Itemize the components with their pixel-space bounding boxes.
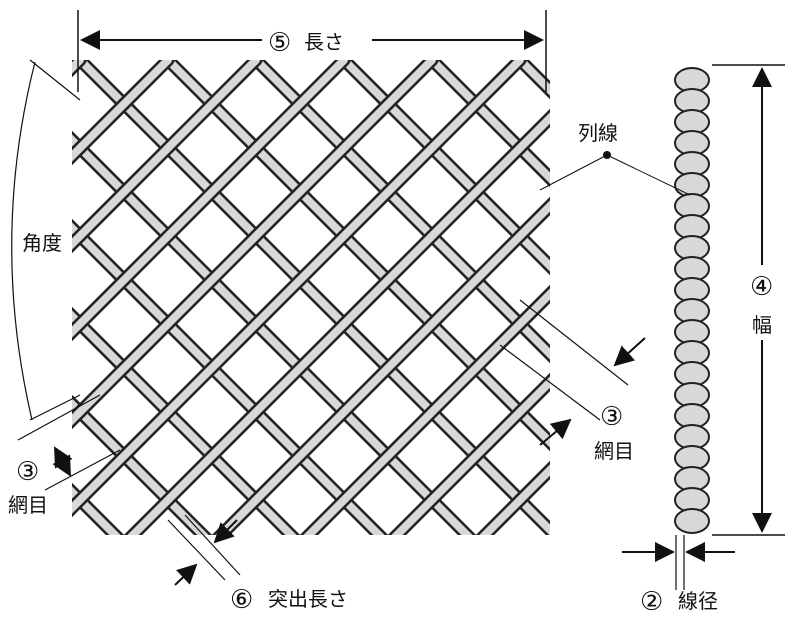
mesh-wire-diagonal-down	[76, 60, 550, 535]
angle-line-top	[29, 59, 81, 101]
mesh-arrow-2	[539, 418, 572, 446]
mesh-wire-diagonal-up	[215, 200, 550, 535]
line-wire-label: 列線	[578, 121, 618, 145]
mesh-right-number: ③	[600, 402, 623, 432]
mesh-wire-diagonal-up	[72, 60, 260, 250]
width-label: 幅	[752, 313, 772, 337]
angle-label: 角度	[22, 231, 62, 255]
mesh-right-label: 網目	[594, 439, 634, 463]
mesh-wire-diagonal-up	[303, 288, 550, 535]
mesh-left-label: 網目	[8, 493, 48, 517]
mesh-wire-diagonal-down	[72, 134, 473, 535]
twisted-link	[674, 508, 710, 534]
mesh-wire-diagonal-up	[127, 112, 550, 535]
mesh-wire-diagonal-up	[479, 464, 550, 535]
protrusion-label: 突出長さ	[268, 587, 348, 611]
mesh-wire-diagonal-down	[72, 218, 389, 535]
protrusion-arrow-2	[174, 563, 198, 586]
mesh-wire-diagonal-up	[72, 60, 348, 338]
length-label: 長さ	[304, 30, 344, 54]
mesh-wire-diagonal-up	[391, 376, 550, 535]
mesh-wire-diagonal-down	[72, 398, 209, 535]
mesh-left-ext-2	[44, 449, 121, 491]
side-view-twisted-wire	[674, 67, 710, 534]
protrusion-ext-1	[167, 519, 226, 581]
mesh-wire-diagonal-up	[72, 60, 172, 162]
mesh-wire-diagonal-down	[72, 310, 297, 535]
mesh-wire-diagonal-down	[72, 222, 385, 535]
mesh-wire-diagonal-down	[340, 60, 550, 272]
mesh-wire-diagonal-up	[72, 60, 436, 426]
protrusion-ext-2	[184, 514, 241, 576]
mesh-wire-diagonal-up	[72, 60, 524, 514]
wire-dia-label: 線径	[678, 589, 718, 613]
mesh-left-number: ③	[16, 457, 39, 487]
mesh-wire-diagonal-up	[72, 60, 84, 74]
mesh-wire-diagonal-down	[164, 60, 550, 448]
protrusion-arrow-1	[213, 519, 238, 544]
length-number: ⑤	[268, 28, 291, 58]
angle-line-bottom	[29, 394, 81, 421]
mesh-wire-diagonal-down	[784, 60, 800, 560]
width-number: ④	[750, 272, 773, 302]
mesh-wire-diagonal-down	[784, 60, 800, 560]
mesh-wire-diagonal-down	[252, 60, 550, 360]
mesh-ext-2	[499, 344, 601, 421]
mesh-left-arrow	[52, 446, 73, 477]
mesh-left-ext-1	[17, 394, 101, 441]
chain-link-mesh	[72, 60, 800, 560]
wire-dia-number: ②	[640, 587, 663, 617]
callout-line-mesh	[539, 154, 608, 191]
mesh-wire-diagonal-down	[428, 60, 550, 184]
mesh-arrow-1	[613, 337, 646, 367]
protrusion-number: ⑥	[230, 585, 253, 615]
mesh-ext-1	[519, 299, 629, 386]
angle-arc	[11, 61, 36, 421]
mesh-wire-diagonal-up	[72, 60, 87, 78]
callout-line-side	[606, 154, 691, 196]
